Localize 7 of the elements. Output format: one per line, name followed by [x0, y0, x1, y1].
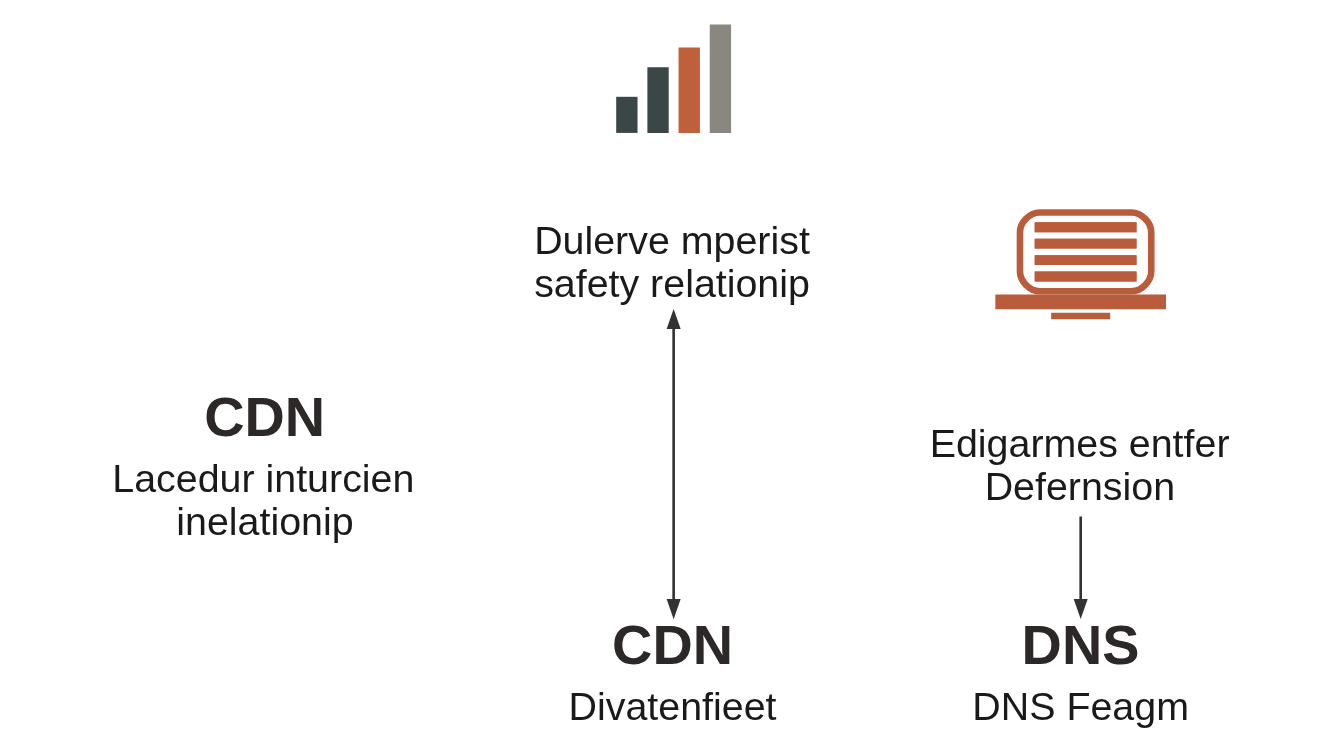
arrow	[666, 308, 681, 620]
arrow	[1073, 516, 1088, 620]
node-text: DNS DNS Feagm	[972, 613, 1189, 729]
node-text: Dulerve mperist safety relationip	[534, 217, 810, 305]
node-text: CDN Lacedur inturcien inelationip	[112, 385, 415, 543]
node-text: CDN Divatenfieet	[568, 613, 777, 729]
node-text: Edigarmes entfer Defernsion	[929, 421, 1230, 509]
